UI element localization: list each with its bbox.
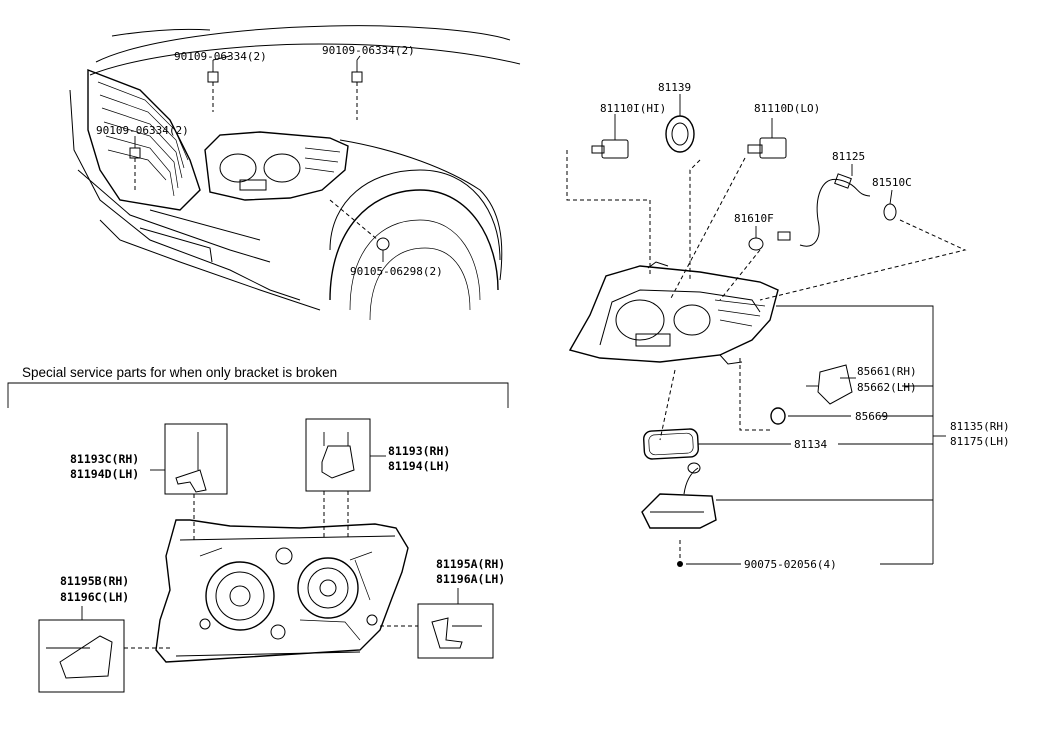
part-number-label: 81134 bbox=[794, 438, 827, 451]
part-number-label: 90109-06334(2) bbox=[96, 124, 189, 137]
bolt-icon bbox=[129, 136, 141, 190]
part-number-label: 81135(RH) bbox=[950, 420, 1010, 433]
ballast-icon bbox=[641, 462, 717, 529]
section-heading: Special service parts for when only brac… bbox=[22, 365, 337, 380]
o-ring-icon bbox=[770, 407, 786, 425]
bolt-icon bbox=[677, 561, 683, 567]
part-number-label: 85661(RH) bbox=[857, 365, 917, 378]
small-bulb-icon bbox=[748, 226, 764, 251]
side-bulb-icon bbox=[883, 189, 897, 221]
vehicle-front-illustration bbox=[69, 25, 521, 321]
bracket-81193c-box bbox=[164, 423, 228, 540]
part-number-label: 90105-06298(2) bbox=[350, 265, 443, 278]
bolt-icon bbox=[351, 60, 363, 120]
part-number-label: 81193C(RH) bbox=[70, 452, 139, 466]
part-number-label: 90109-06334(2) bbox=[322, 44, 415, 57]
part-number-label: 81510C bbox=[872, 176, 912, 189]
part-number-label: 81193(RH) bbox=[388, 444, 450, 458]
actuator-module-icon bbox=[806, 364, 853, 405]
part-number-label: 90109-06334(2) bbox=[174, 50, 267, 63]
gasket-icon bbox=[643, 428, 699, 460]
bulb-lo-icon bbox=[747, 118, 787, 159]
part-number-label: 81196A(LH) bbox=[436, 572, 505, 586]
bracket-81193-box bbox=[305, 418, 371, 540]
part-number-label: 90075-02056(4) bbox=[744, 558, 837, 571]
part-number-label: 85662(LH) bbox=[857, 381, 917, 394]
part-number-label: 81195B(RH) bbox=[60, 574, 129, 588]
socket-ring-icon bbox=[665, 94, 695, 153]
bracket-81195a-box bbox=[380, 603, 494, 659]
headlamp-rear-illustration bbox=[155, 519, 409, 663]
part-number-label: 85669 bbox=[855, 410, 888, 423]
part-number-label: 81110D(LO) bbox=[754, 102, 820, 115]
bracket-81195b-box bbox=[38, 619, 170, 693]
part-number-label: 81195A(RH) bbox=[436, 557, 505, 571]
part-number-label: 81194(LH) bbox=[388, 459, 450, 473]
part-number-label: 81125 bbox=[832, 150, 865, 163]
part-number-label: 81610F bbox=[734, 212, 774, 225]
nut-icon bbox=[329, 199, 390, 262]
headlamp-assembly-exploded bbox=[566, 94, 967, 567]
part-number-label: 81196C(LH) bbox=[60, 590, 129, 604]
part-number-label: 81175(LH) bbox=[950, 435, 1010, 448]
part-number-label: 81139 bbox=[658, 81, 691, 94]
part-number-label: 81110I(HI) bbox=[600, 102, 666, 115]
part-number-label: 81194D(LH) bbox=[70, 467, 139, 481]
wire-harness-icon bbox=[777, 164, 871, 247]
bulb-hi-icon bbox=[591, 114, 629, 159]
bolt-icon bbox=[207, 60, 219, 112]
